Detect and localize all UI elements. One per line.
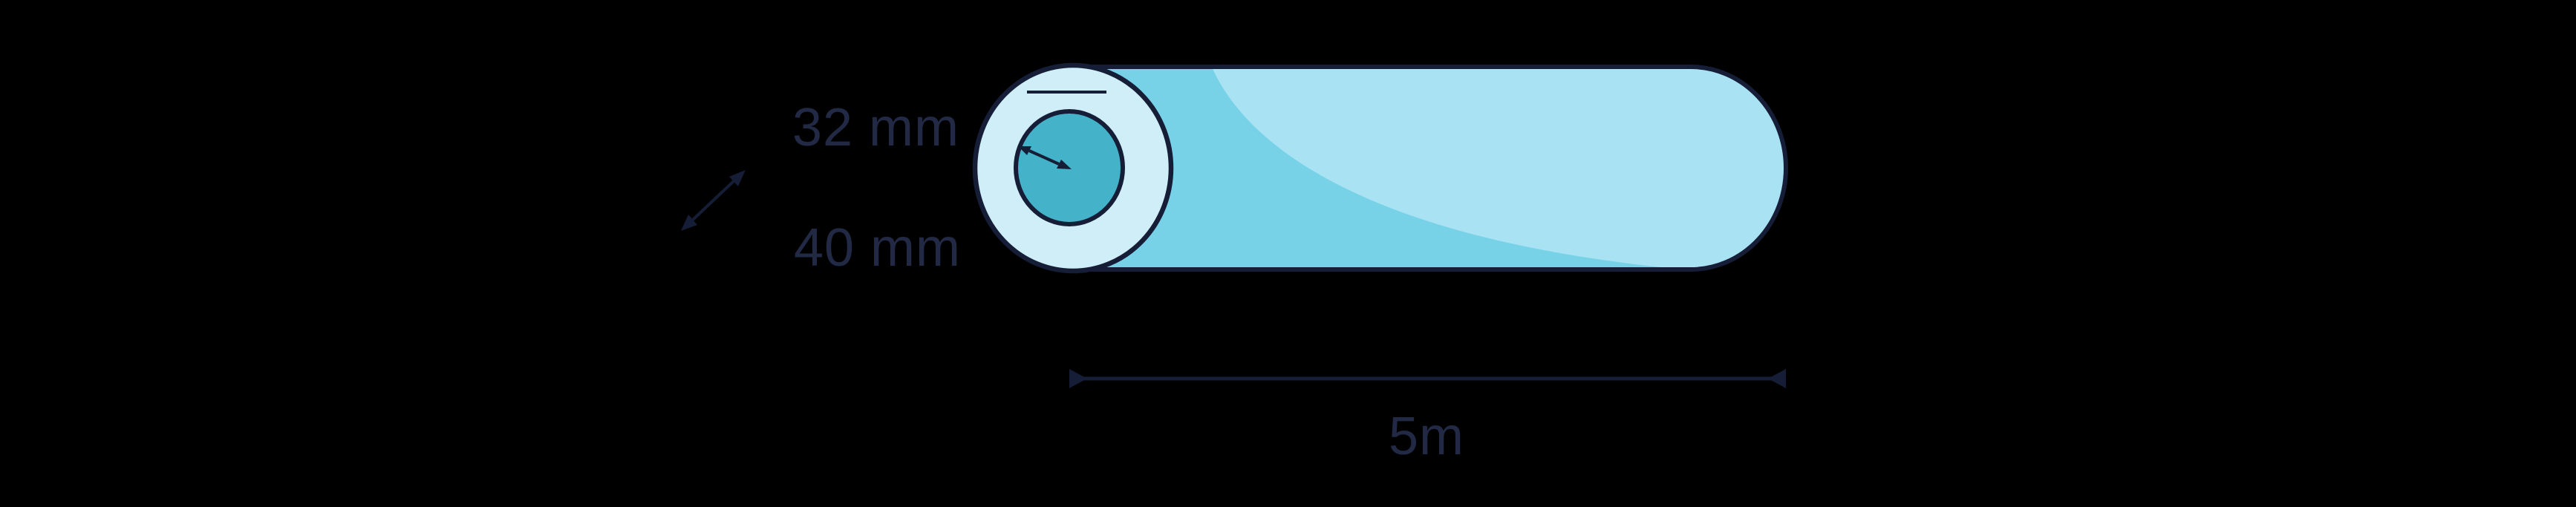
bore-radius-arrowhead-edge [1018, 146, 1031, 155]
pipe-body-outline [1071, 65, 1789, 272]
bore-radius-arrow [1018, 146, 1072, 169]
diagonal-arrow-line [691, 180, 735, 221]
bore-radius-arrow-line [1028, 149, 1060, 166]
diagonal-arrowhead-upper [729, 170, 746, 186]
label-length: 5m [1389, 407, 1464, 466]
diagonal-arrowhead-lower [681, 215, 697, 231]
length-arrowhead-left [1069, 369, 1087, 388]
label-inner-diameter: 32 mm [792, 98, 959, 157]
bore-radius-arrowhead-centre [1057, 160, 1072, 169]
label-outer-diameter: 40 mm [794, 218, 961, 278]
length-arrowhead-right [1768, 369, 1786, 388]
length-dimension [1069, 369, 1786, 388]
diagonal-dimension-arrow [681, 170, 746, 231]
pipe-body-highlight [1210, 67, 1786, 269]
